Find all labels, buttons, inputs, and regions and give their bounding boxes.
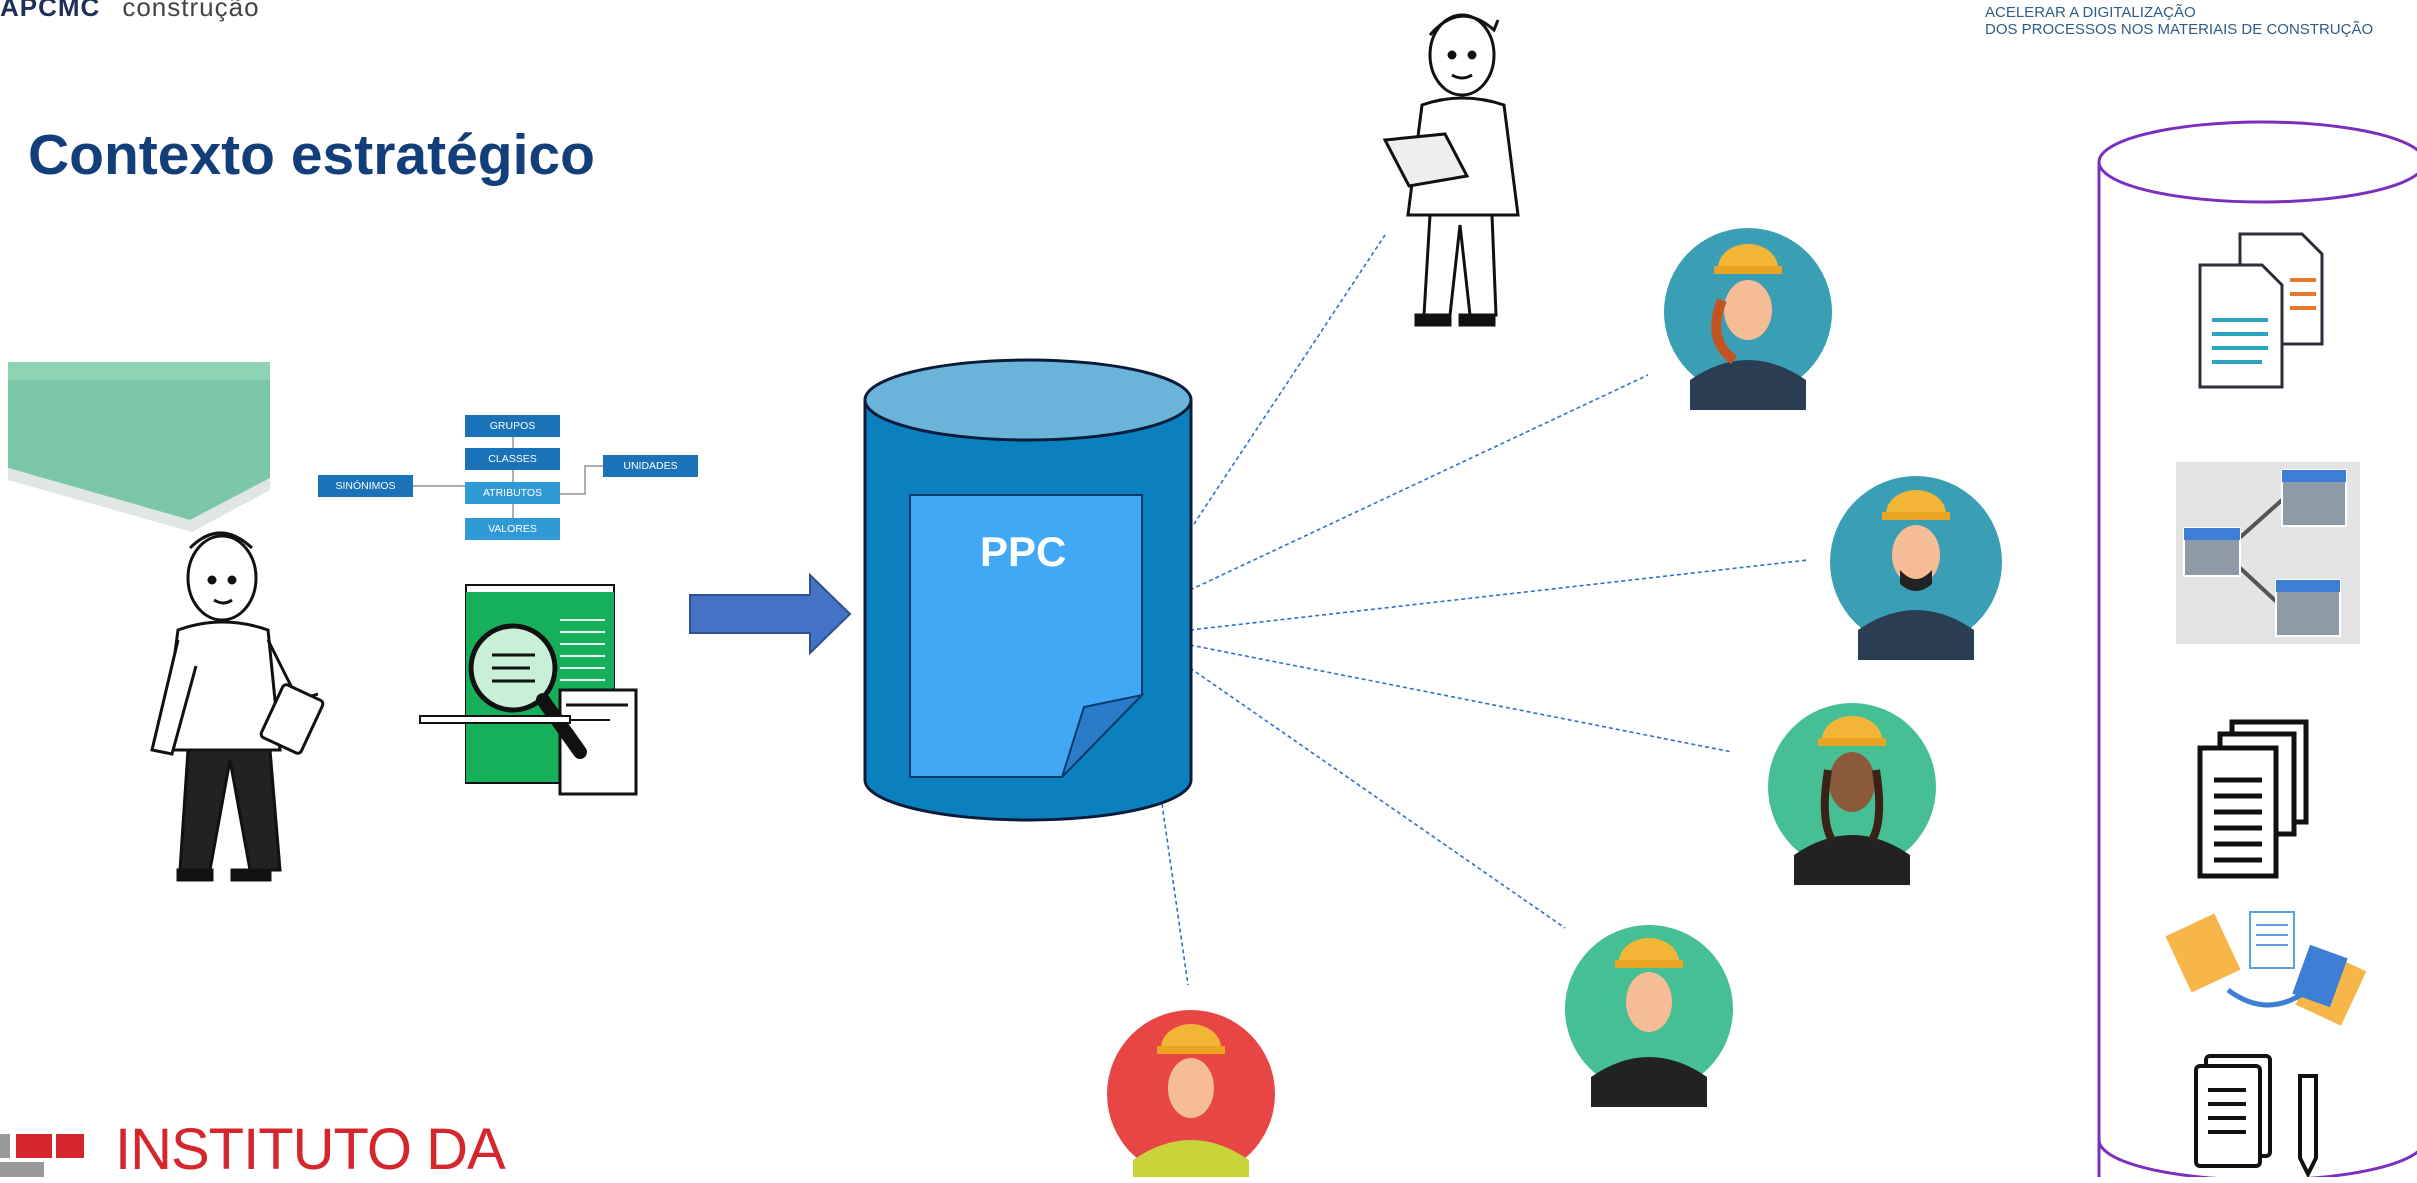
connector-to-worker-5	[1159, 789, 1189, 986]
taxonomy-classes: CLASSES	[465, 448, 560, 470]
institute-logo-text: INSTITUTO DA	[115, 1117, 506, 1182]
documents-icon	[2198, 232, 2324, 389]
taxonomy-links	[413, 437, 603, 518]
org-logo-text: APCMC	[0, 0, 101, 22]
connector-to-worker-1	[1189, 374, 1649, 591]
manager-with-laptop-icon	[1382, 13, 1520, 327]
ppc-database-icon	[863, 358, 1193, 822]
worker-avatar-1	[1664, 228, 1832, 410]
org-logo-sub: construção	[122, 0, 260, 22]
taxonomy-units: UNIDADES	[603, 455, 698, 477]
document-repository	[2097, 120, 2417, 1177]
document-edit-icon	[2194, 1054, 2318, 1177]
worker-avatar-3	[1768, 703, 1936, 885]
org-logo: APCMC construção	[0, 0, 260, 23]
worker-avatar-2	[1830, 476, 2002, 660]
page-title: Contexto estratégico	[28, 123, 595, 187]
connector-to-worker-2	[1189, 559, 1809, 631]
tagline-line-1: ACELERAR A DIGITALIZAÇÃO	[1985, 4, 2196, 21]
taxonomy-attributes: ATRIBUTOS	[465, 482, 560, 504]
tagline: ACELERAR A DIGITALIZAÇÃO DOS PROCESSOS N…	[1985, 4, 2405, 38]
database-schema-icon	[2176, 462, 2360, 644]
connector-lines	[1159, 234, 1809, 986]
clipboard-man-icon	[150, 531, 325, 882]
connector-to-worker-3	[1189, 644, 1733, 753]
institute-logo-mark	[0, 1134, 84, 1177]
taxonomy-groups: GRUPOS	[465, 415, 560, 437]
catalogue-search-icon	[419, 584, 638, 796]
worker-avatar-5	[1107, 1010, 1275, 1177]
connector-to-manager	[1189, 234, 1386, 531]
worker-avatar-4	[1565, 925, 1733, 1107]
tagline-line-2: DOS PROCESSOS NOS MATERIAIS DE CONSTRUÇÃ…	[1985, 21, 2374, 38]
taxonomy-synonyms: SINÓNIMOS	[318, 475, 413, 497]
document-exchange-icon	[2165, 911, 2367, 1026]
gypsum-board-image	[8, 362, 270, 532]
taxonomy-values: VALORES	[465, 518, 560, 540]
files-stack-icon	[2197, 719, 2309, 879]
connector-to-worker-4	[1189, 667, 1566, 929]
flow-arrow	[689, 572, 852, 656]
ppc-database-label: PPC	[980, 528, 1067, 575]
